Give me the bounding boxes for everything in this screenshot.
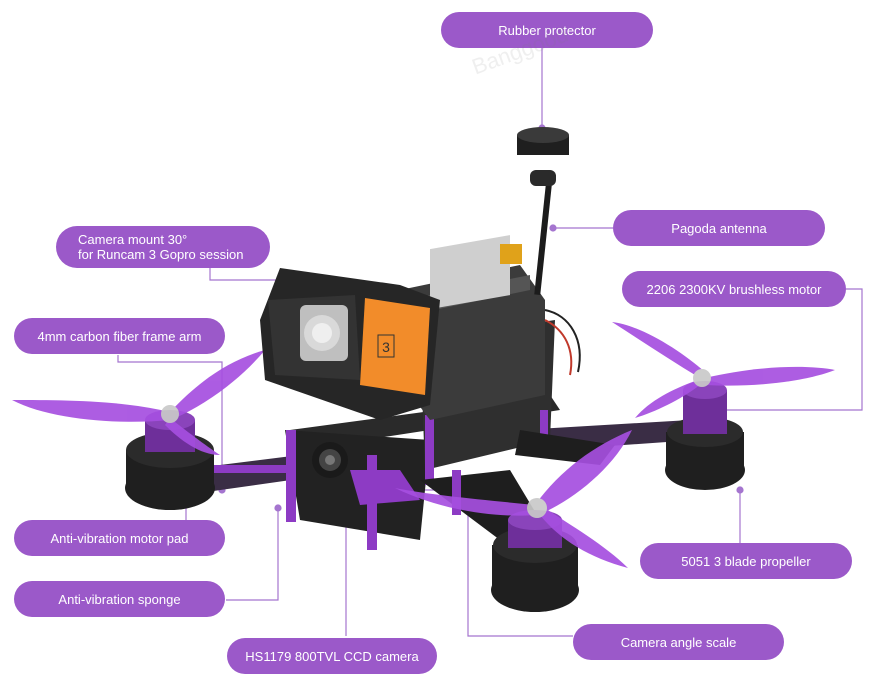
motor-rear-right [665, 381, 745, 490]
camera-case-mark: 3 [382, 339, 390, 355]
callout-pagoda-antenna: Pagoda antenna [613, 210, 825, 246]
callout-angle-scale: Camera angle scale [573, 624, 784, 660]
callout-motor-pad: Anti-vibration motor pad [14, 520, 225, 556]
propeller-rear-left [12, 350, 265, 455]
callout-rubber-protector: Rubber protector [441, 12, 653, 48]
callout-frame-arm: 4mm carbon fiber frame arm [14, 318, 225, 354]
callout-camera-mount-line2: for Runcam 3 Gopro session [78, 247, 244, 262]
camera-mount: 3 [260, 268, 440, 420]
callout-propeller: 5051 3 blade propeller [640, 543, 852, 579]
callout-ccd-camera: HS1179 800TVL CCD camera [227, 638, 437, 674]
callout-camera-mount: Camera mount 30° for Runcam 3 Gopro sess… [56, 226, 270, 268]
ccd-camera [312, 442, 348, 478]
propeller-front-right [395, 430, 632, 568]
pagoda-antenna [517, 127, 569, 296]
propeller-rear-right [612, 322, 835, 418]
callout-sponge: Anti-vibration sponge [14, 581, 225, 617]
callout-camera-mount-line1: Camera mount 30° [78, 232, 188, 247]
callout-brushless-motor: 2206 2300KV brushless motor [622, 271, 846, 307]
